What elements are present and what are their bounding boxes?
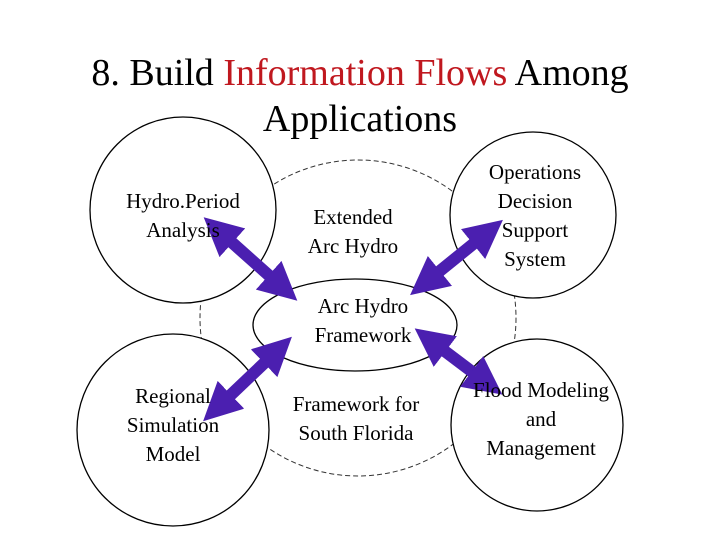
framework-label-line: Framework	[314, 323, 412, 347]
slide-title: 8. Build Information Flows Among Applica…	[0, 50, 720, 142]
flood-label-line: Management	[486, 436, 596, 460]
south-florida-label-line: South Florida	[298, 421, 414, 445]
flood-label-line: Flood Modeling	[473, 378, 609, 402]
operations-label-line: Decision	[497, 189, 573, 213]
south-florida-label-line: Framework for	[292, 392, 420, 416]
flood-label: Flood Modeling and Management	[455, 376, 627, 463]
extended-label-line: Extended	[313, 205, 393, 229]
title-line-1: 8. Build Information Flows Among	[0, 50, 720, 96]
hydroperiod-label-line: Hydro.Period	[126, 189, 240, 213]
title-prefix: 8. Build	[91, 52, 224, 94]
framework-label: Arc Hydro Framework	[285, 292, 441, 350]
regional-label-line: Simulation	[126, 413, 220, 437]
arrow-operations-framework	[410, 219, 503, 296]
regional-label-line: Regional	[135, 384, 211, 408]
extended-arc-hydro-region	[199, 159, 517, 477]
framework-label-line: Arc Hydro	[317, 294, 409, 318]
hydroperiod-label-line: Analysis	[146, 218, 220, 242]
south-florida-label: Framework for South Florida	[276, 390, 436, 448]
title-highlight: Information Flows	[223, 52, 508, 94]
arrow-hydroperiod-framework	[203, 217, 298, 301]
arrow-flood-framework	[414, 328, 503, 395]
extended-arc-hydro-label: Extended Arc Hydro	[280, 203, 426, 261]
extended-label-line: Arc Hydro	[307, 234, 399, 258]
operations-label-line: System	[504, 247, 566, 271]
flood-label-line: and	[525, 407, 557, 431]
operations-label-line: Operations	[488, 160, 582, 184]
operations-label-line: Support	[501, 218, 569, 242]
operations-label: Operations Decision Support System	[455, 158, 615, 274]
regional-label: Regional Simulation Model	[98, 382, 248, 469]
arrow-regional-framework	[203, 336, 292, 422]
title-line-2: Applications	[262, 98, 458, 140]
title-suffix: Among	[507, 52, 629, 94]
regional-label-line: Model	[145, 442, 201, 466]
hydroperiod-label: Hydro.Period Analysis	[103, 187, 263, 245]
arc-hydro-framework-node	[252, 278, 458, 372]
